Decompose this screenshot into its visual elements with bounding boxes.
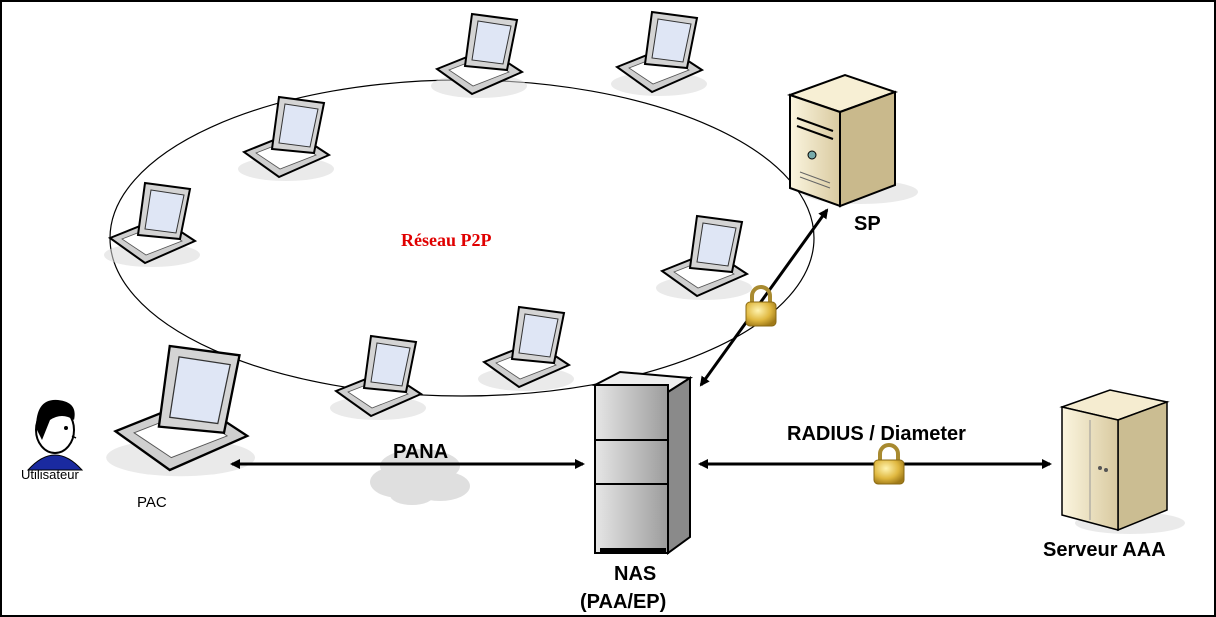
pac-laptop-icon	[106, 344, 255, 477]
nas-sublabel: (PAA/EP)	[580, 591, 666, 613]
peer-laptop-icon	[237, 96, 335, 182]
peer-laptop-icon	[610, 11, 708, 97]
nas-icon	[591, 370, 694, 555]
aaa-server-icon	[1059, 389, 1185, 534]
user-avatar-icon	[26, 399, 84, 471]
user-label: Utilisateur	[21, 467, 79, 482]
peer-laptop-icon	[329, 335, 427, 421]
nas-sp-link-arrow	[699, 208, 829, 387]
pac-label: PAC	[137, 494, 167, 511]
nas-label: NAS	[614, 563, 656, 585]
nas-sp-lock-icon	[744, 285, 778, 328]
radius-lock-icon	[872, 443, 906, 486]
radius-label: RADIUS / Diameter	[787, 423, 966, 445]
p2p-network-label: Réseau P2P	[401, 230, 491, 250]
peer-laptop-icon	[477, 306, 575, 392]
peer-laptop-icon	[655, 215, 753, 301]
sp-label: SP	[854, 213, 881, 235]
aaa-label: Serveur AAA	[1043, 539, 1166, 561]
sp-server-icon	[786, 73, 918, 208]
peer-laptop-icon	[430, 13, 528, 99]
pana-label: PANA	[393, 441, 448, 463]
peer-laptop-icon	[103, 182, 201, 268]
